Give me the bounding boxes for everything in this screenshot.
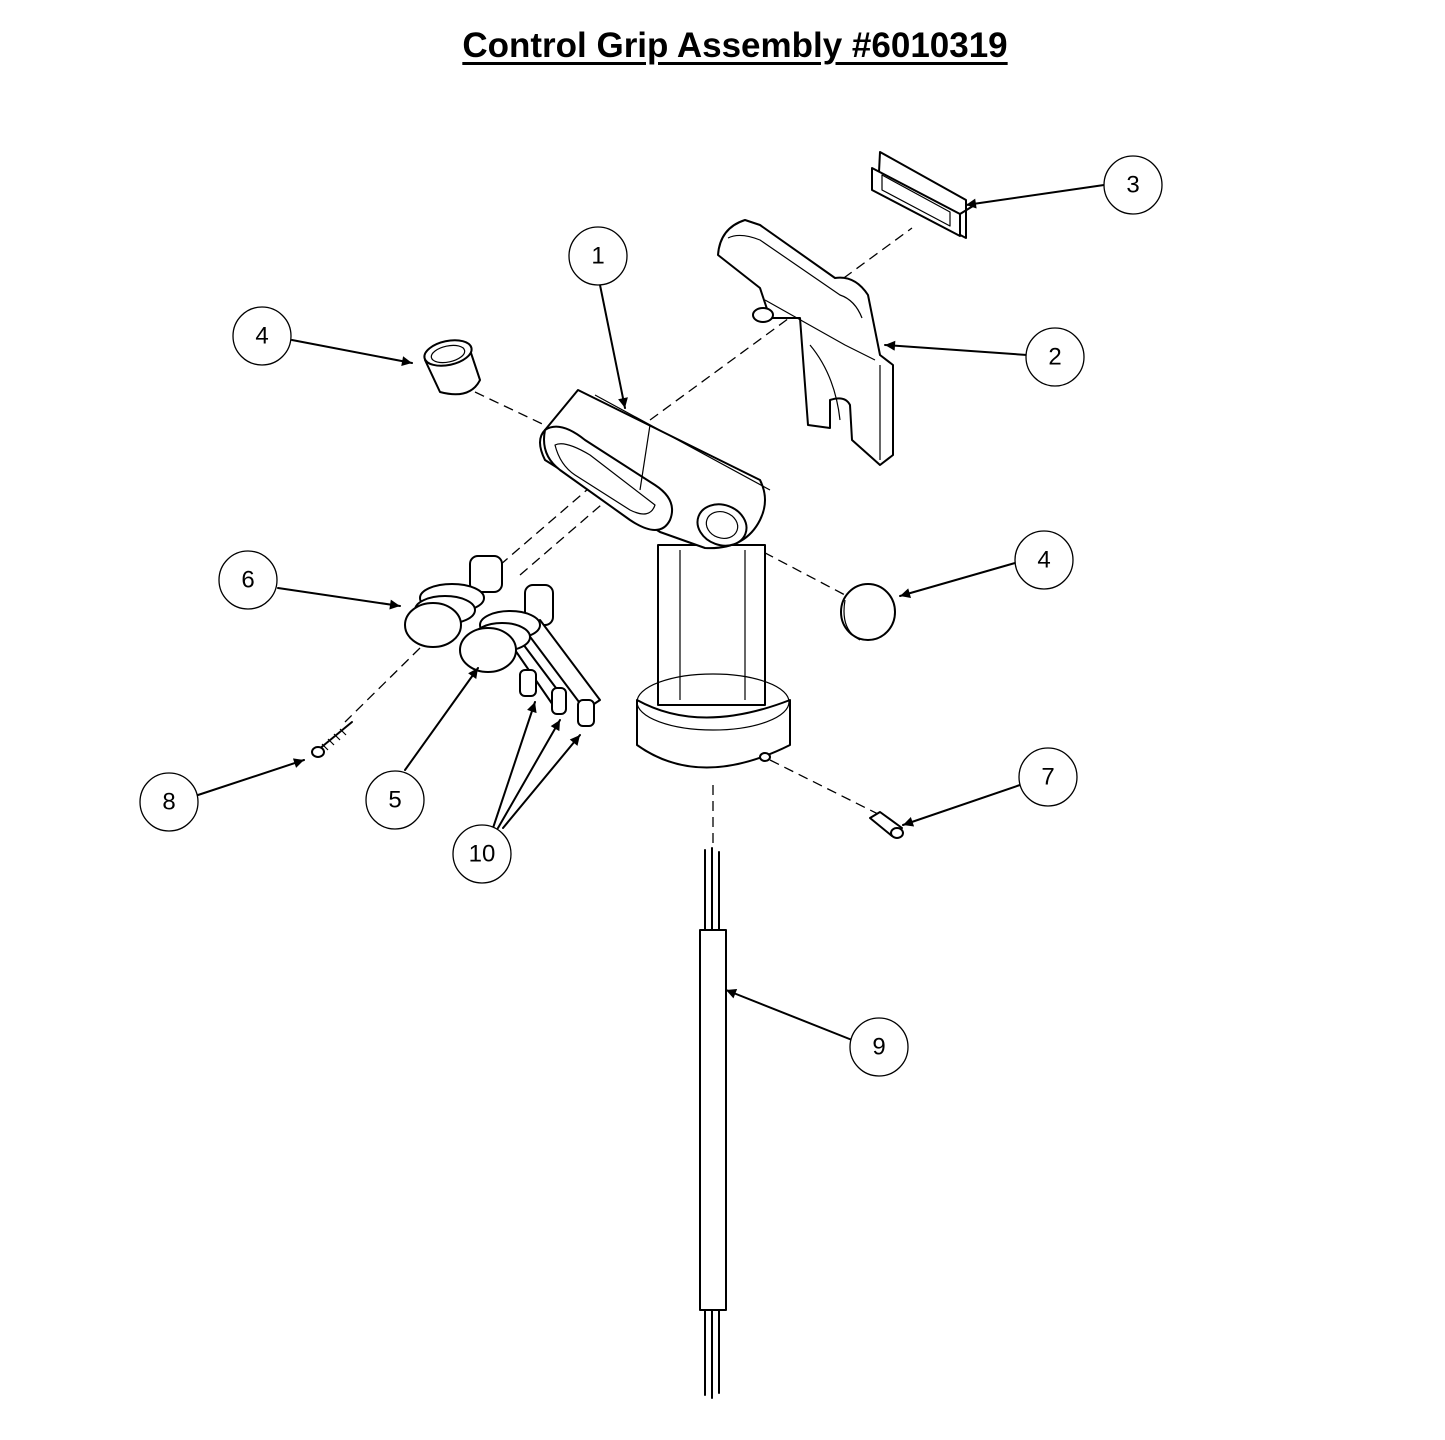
callout-6: 6 bbox=[218, 550, 278, 610]
callout-8-label: 8 bbox=[162, 789, 175, 816]
part-6-button bbox=[404, 555, 503, 648]
callout-1-label: 1 bbox=[591, 243, 604, 270]
part-7-set-screw bbox=[869, 811, 904, 839]
callout-9-label: 9 bbox=[872, 1034, 885, 1061]
callout-7-label: 7 bbox=[1041, 764, 1054, 791]
callout-4a: 4 bbox=[232, 306, 292, 366]
part-2-trigger bbox=[717, 219, 894, 466]
part-4-plug-lower bbox=[840, 583, 896, 641]
callout-4a-label: 4 bbox=[255, 323, 268, 350]
callout-10-label: 10 bbox=[469, 841, 496, 868]
part-10-terminals bbox=[519, 669, 595, 727]
callout-2-label: 2 bbox=[1048, 344, 1061, 371]
callout-4b: 4 bbox=[1014, 530, 1074, 590]
callout-9: 9 bbox=[849, 1017, 909, 1077]
callout-4b-label: 4 bbox=[1037, 547, 1050, 574]
callout-7: 7 bbox=[1018, 747, 1078, 807]
diagram-title: Control Grip Assembly #6010319 bbox=[462, 26, 1008, 65]
callout-10: 10 bbox=[452, 824, 512, 884]
callout-2: 2 bbox=[1025, 327, 1085, 387]
callout-5: 5 bbox=[365, 770, 425, 830]
part-9-cable bbox=[699, 847, 727, 1399]
callout-8: 8 bbox=[139, 772, 199, 832]
part-4-bushing-upper bbox=[423, 339, 481, 396]
part-3-cap bbox=[871, 151, 974, 239]
callout-5-label: 5 bbox=[388, 787, 401, 814]
leader-arrows bbox=[197, 184, 1105, 1041]
callout-1: 1 bbox=[568, 226, 628, 286]
callout-3-label: 3 bbox=[1126, 172, 1139, 199]
callout-3: 3 bbox=[1103, 155, 1163, 215]
part-8-screw bbox=[311, 721, 353, 758]
callout-6-label: 6 bbox=[241, 567, 254, 594]
part-1-grip-housing bbox=[539, 389, 791, 769]
